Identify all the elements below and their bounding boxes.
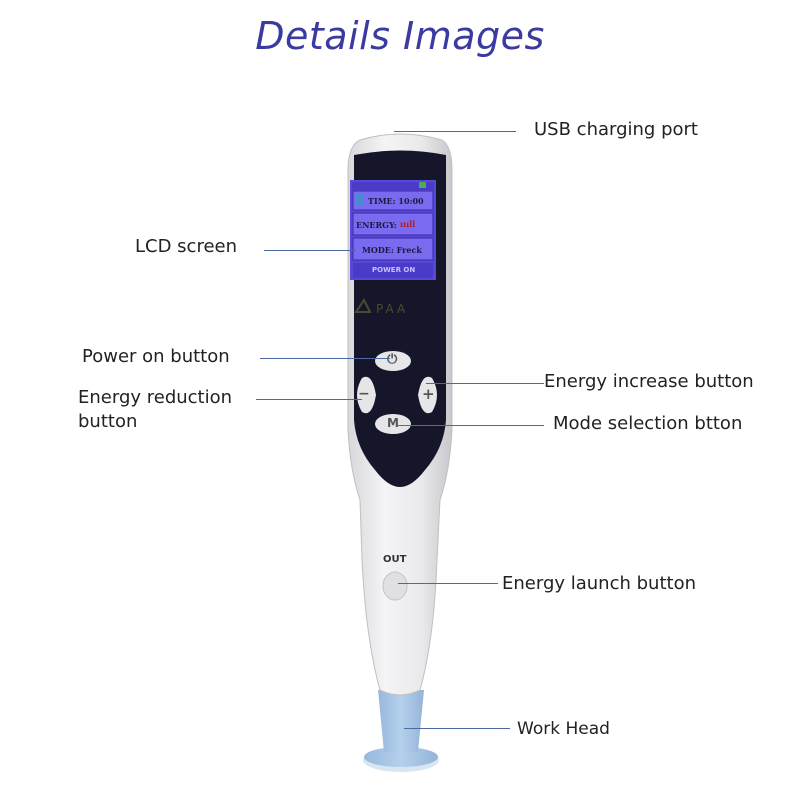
energy-increase-button — [418, 376, 437, 414]
label-lcd-screen: LCD screen — [135, 236, 238, 257]
lcd-time: TIME: 10:00 — [368, 196, 424, 206]
out-label: OUT — [383, 554, 407, 565]
power-button — [375, 351, 411, 371]
lcd-status: POWER ON — [372, 266, 416, 274]
label-energy-reduction-button: button — [78, 411, 138, 432]
page-title: Details Images — [255, 14, 545, 58]
lcd-mode: MODE: Freck — [362, 245, 422, 255]
label-energy-increase-button: Energy increase button — [544, 371, 754, 392]
power-icon[interactable]: ⏻ — [387, 352, 398, 367]
energy-increase-leader-line — [426, 383, 544, 384]
mode-button — [375, 414, 411, 434]
energy-launch-button — [382, 571, 408, 601]
label-work-head: Work Head — [517, 719, 610, 739]
label-energy-reduction: Energy reduction — [78, 387, 233, 408]
usb-leader-line — [394, 131, 516, 132]
brand-logo — [354, 298, 372, 313]
lcd-leader-line — [264, 250, 356, 251]
lcd-energy-bars: ıııll — [400, 219, 416, 229]
work-head — [363, 690, 439, 772]
brand-logo-text: PAA — [376, 302, 409, 316]
energy-reduction-leader-line — [256, 399, 362, 400]
launch-leader-line — [398, 583, 498, 584]
label-energy-launch-button: Energy launch button — [502, 573, 696, 594]
lcd-energy-label: ENERGY: — [356, 220, 397, 230]
label-mode-selection-button: Mode selection btton — [553, 413, 743, 434]
label-usb-charging-port: USB charging port — [534, 119, 698, 140]
power-leader-line — [260, 358, 390, 359]
work-head-leader-line — [404, 728, 510, 729]
label-power-on-button: Power on button — [82, 346, 230, 367]
plus-icon[interactable]: + — [422, 385, 435, 403]
mode-leader-line — [396, 425, 544, 426]
minus-icon[interactable]: − — [358, 386, 370, 402]
energy-reduction-button — [357, 376, 376, 414]
mode-icon[interactable]: M — [387, 416, 399, 430]
